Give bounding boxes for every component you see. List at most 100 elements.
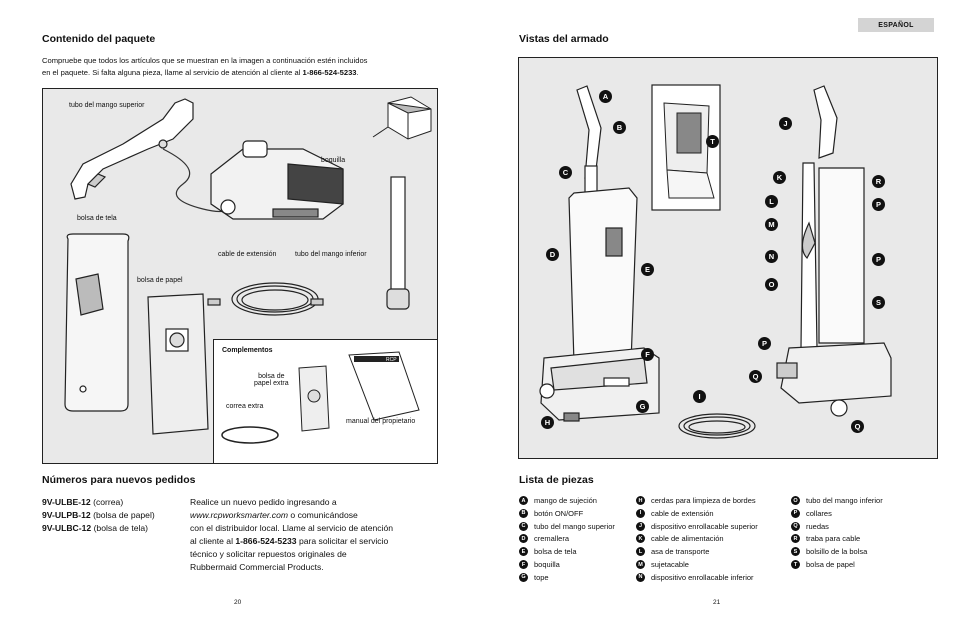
part-name: tubo del mango superior — [534, 521, 615, 531]
part-letter-badge: D — [519, 534, 528, 544]
callout-p-1: P — [872, 198, 885, 211]
order-row: 9V-ULBC-12 (bolsa de tela) — [42, 522, 155, 535]
part-name: bolsa de papel — [806, 560, 855, 569]
callout-t: T — [706, 135, 719, 148]
vacuum-front-illustration — [539, 85, 660, 422]
callout-n: N — [765, 250, 778, 263]
part-letter-badge: M — [636, 560, 645, 569]
part-letter-badge: G — [519, 572, 528, 582]
language-tab: ESPAÑOL — [858, 18, 934, 32]
callout-l: L — [765, 195, 778, 208]
part-name: dispositivo enrollacable inferior — [651, 572, 754, 582]
reorder-line-5: técnico y solicitar repuestos originales… — [190, 549, 347, 559]
reorder-line-4: al cliente al 1-866-524-5233 para solici… — [190, 535, 430, 548]
reorder-line-6: Rubbermaid Commercial Products. — [190, 562, 324, 572]
part-letter-badge: O — [791, 496, 800, 505]
assembly-heading: Vistas del armado — [519, 33, 609, 45]
callout-k: K — [773, 171, 786, 184]
label-extra-paper-bag: bolsa de papel extra — [254, 373, 289, 387]
callout-d: D — [546, 248, 559, 261]
accessories-illustration: RCP — [221, 351, 420, 444]
inset-bag-illustration — [663, 102, 715, 199]
part-letter-badge: N — [636, 572, 645, 582]
part-name: dispositivo enrollacable superior — [651, 521, 758, 531]
contents-heading: Contenido del paquete — [42, 33, 156, 45]
reorder-phone: 1-866-524-5233 — [235, 536, 297, 546]
package-contents-box: tubo del mango superior boquilla bolsa d… — [42, 88, 438, 464]
label-extra-paper-bag-line2: papel extra — [254, 380, 289, 387]
part-name: cable de alimentación — [651, 534, 724, 544]
callout-q-1: Q — [749, 370, 762, 383]
contents-intro-line-1: Compruebe que todos los artículos que se… — [42, 56, 368, 65]
order-row: 9V-ULBE-12 (correa) — [42, 496, 155, 509]
reorder-line-3: con el distribuidor local. Llame al serv… — [190, 523, 394, 533]
contents-intro-text: en el paquete. Si falta alguna pieza, ll… — [42, 68, 303, 77]
part-name: mango de sujeción — [534, 496, 597, 505]
label-extra-paper-bag-line1: bolsa de — [258, 373, 285, 380]
label-cloth-bag: bolsa de tela — [77, 215, 117, 222]
order-code: 9V-ULPB-12 — [42, 510, 91, 520]
part-name: sujetacable — [651, 560, 689, 569]
callout-q-2: Q — [851, 420, 864, 433]
contents-intro-line-2: en el paquete. Si falta alguna pieza, ll… — [42, 67, 402, 79]
callout-r: R — [872, 175, 885, 188]
part-letter-badge: R — [791, 534, 800, 544]
part-name: botón ON/OFF — [534, 508, 584, 518]
parts-heading: Lista de piezas — [519, 474, 594, 486]
extension-cord-illustration — [207, 282, 324, 316]
part-letter-badge: J — [636, 521, 645, 531]
part-name: cremallera — [534, 534, 570, 544]
callout-f: F — [641, 348, 654, 361]
assembly-view-box: A B C D E F G H T I J K R L P M N P O S … — [518, 57, 938, 459]
part-name: cerdas para limpieza de bordes — [651, 496, 756, 505]
order-code: 9V-ULBC-12 — [42, 523, 92, 533]
vacuum-rear-illustration — [776, 85, 892, 417]
manual-cover-brand: RCP — [386, 357, 397, 363]
cloth-bag-illustration — [64, 233, 130, 412]
part-letter-badge: L — [636, 547, 645, 557]
label-cord: cable de extensión — [218, 251, 277, 258]
page-number-right: 21 — [713, 599, 721, 606]
part-letter-badge: Q — [791, 521, 800, 531]
part-name: boquilla — [534, 560, 560, 569]
part-letter-badge: P — [791, 508, 800, 518]
assembly-illustration — [539, 84, 892, 439]
orders-heading: Números para nuevos pedidos — [42, 474, 196, 486]
part-letter-badge: B — [519, 508, 528, 518]
part-letter-badge: T — [791, 560, 800, 569]
part-letter-badge: S — [791, 547, 800, 557]
label-paper-bag: bolsa de papel — [137, 277, 183, 284]
package-illustration — [64, 96, 432, 435]
callout-i: I — [693, 390, 706, 403]
contents-phone: 1-866-524-5233 — [302, 68, 357, 77]
label-manual: manual del propietario — [346, 418, 416, 425]
callout-g: G — [636, 400, 649, 413]
part-letter-badge: A — [519, 496, 528, 505]
upper-handle-illustration — [70, 98, 194, 200]
reorder-line-1: Realice un nuevo pedido ingresando a — [190, 497, 337, 507]
extension-cord-coil — [678, 413, 756, 439]
part-name: tubo del mango inferior — [806, 496, 883, 505]
callout-j: J — [779, 117, 792, 130]
reorder-line-2-text: o comunicándose — [288, 510, 358, 520]
part-name: tope — [534, 572, 549, 582]
part-name: ruedas — [806, 521, 829, 531]
box-icon — [372, 96, 432, 140]
callout-o: O — [765, 278, 778, 291]
contents-period: . — [356, 68, 359, 77]
reorder-url-link[interactable]: www.rcpworksmarter.com — [190, 510, 289, 520]
label-lower-handle: tubo del mango inferior — [295, 251, 367, 258]
